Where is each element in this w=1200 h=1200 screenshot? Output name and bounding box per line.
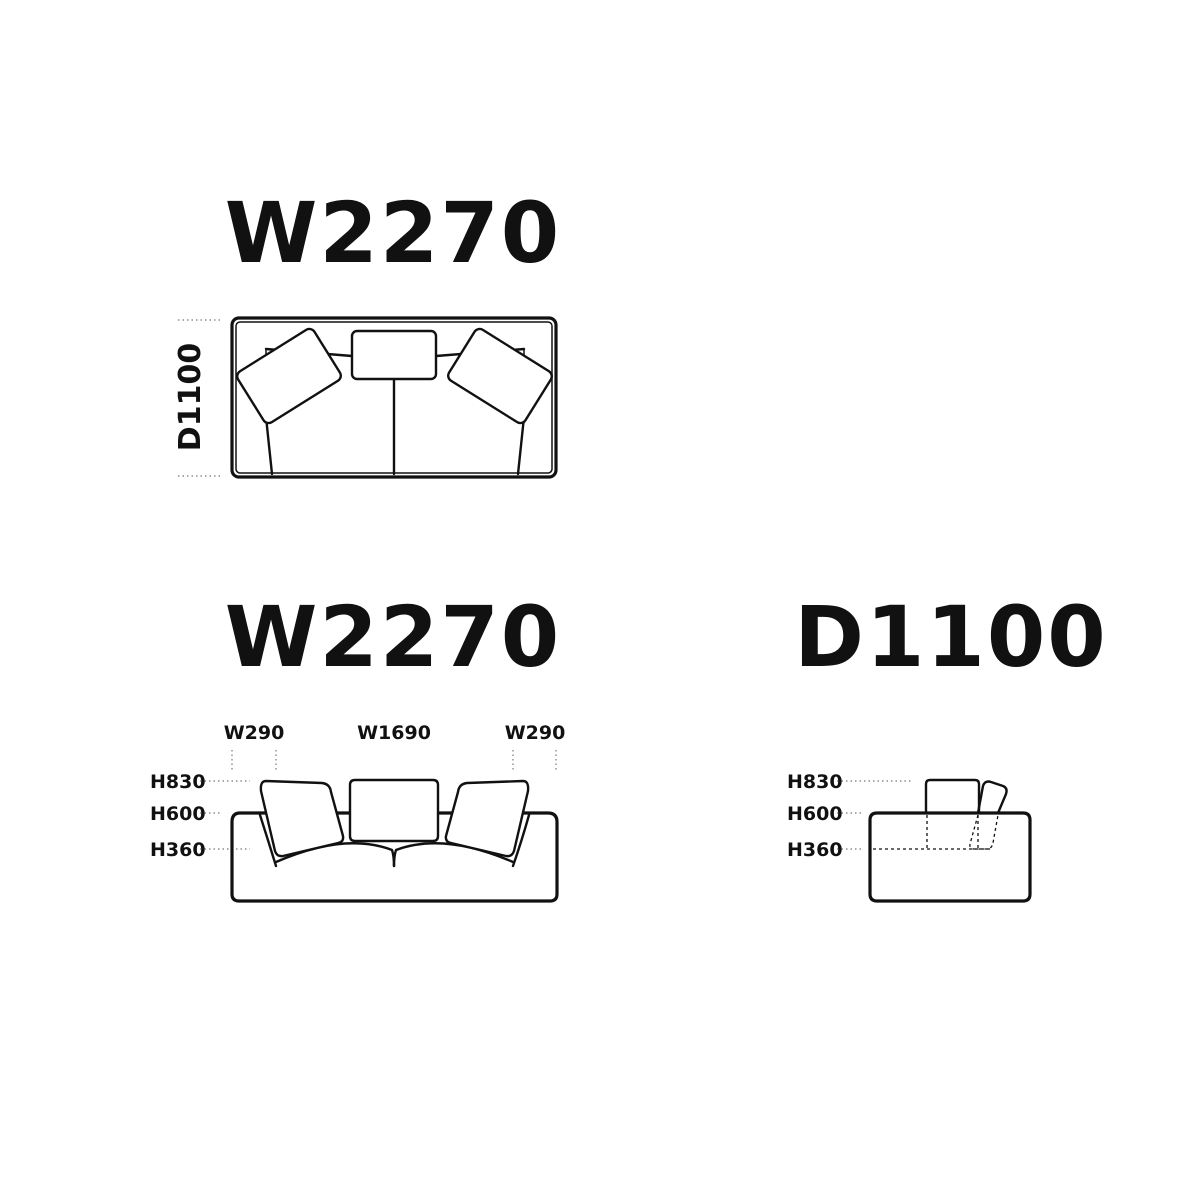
front-view-width-label: W2270	[225, 588, 561, 686]
side-height-830: H830	[787, 771, 843, 793]
side-view-sofa-elevation	[868, 778, 1032, 903]
side-height-360: H360	[787, 839, 843, 861]
front-left-arm-width: W290	[224, 722, 285, 744]
top-view-depth-label: D1100	[173, 343, 208, 451]
top-left-cushion	[236, 327, 342, 425]
front-right-arm-width: W290	[505, 722, 566, 744]
front-view-sofa-elevation	[230, 778, 559, 903]
front-height-360: H360	[150, 839, 206, 861]
side-tilted-cushion	[976, 780, 1008, 815]
front-view: W2270 W290 W1690 W290 H830 H600 H360	[150, 588, 566, 903]
front-seat-width: W1690	[357, 722, 431, 744]
top-view-width-label: W2270	[225, 184, 561, 282]
front-right-cushion	[444, 779, 530, 858]
side-back-cushion	[924, 778, 981, 815]
front-center-cushion	[348, 778, 440, 843]
front-height-830: H830	[150, 771, 206, 793]
top-view: W2270 D1100	[173, 184, 561, 479]
side-view: D1100 H830 H600 H360	[787, 588, 1108, 903]
side-view-depth-label: D1100	[794, 588, 1108, 686]
top-center-cushion	[350, 329, 438, 381]
front-height-600: H600	[150, 803, 206, 825]
front-left-cushion	[259, 779, 345, 858]
top-right-cushion	[447, 327, 553, 425]
top-view-sofa-plan	[230, 316, 558, 479]
side-height-600: H600	[787, 803, 843, 825]
